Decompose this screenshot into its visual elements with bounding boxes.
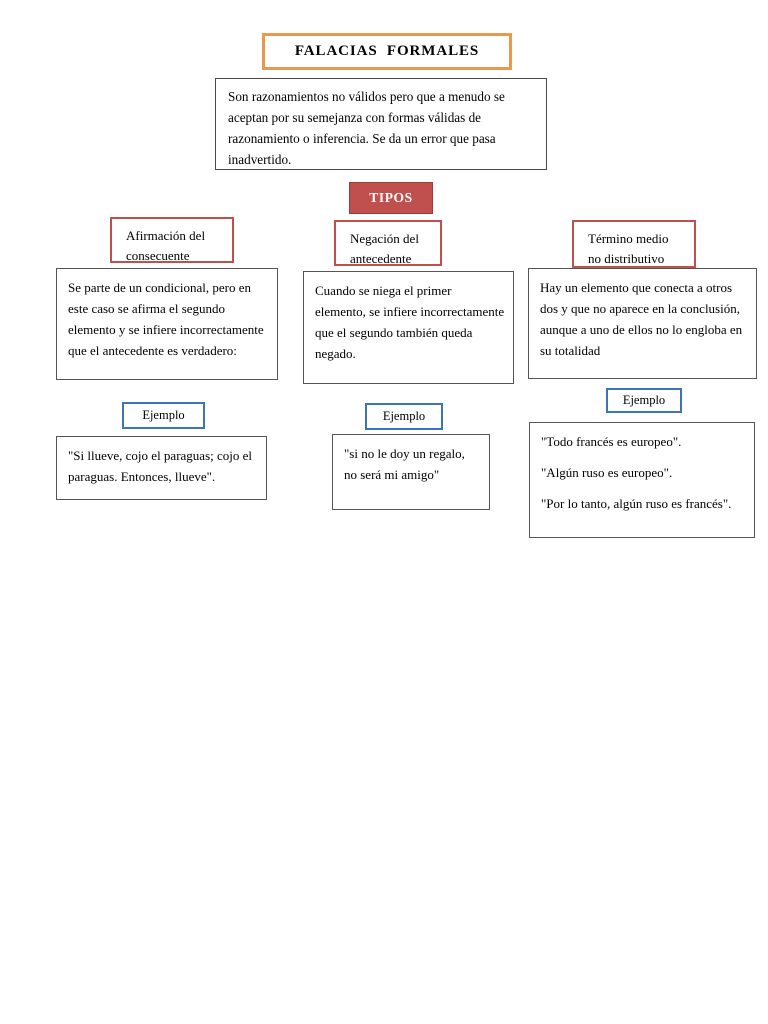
type-header-line1: Término medio (588, 231, 669, 246)
tipos-node: TIPOS (349, 182, 433, 214)
tipos-label: TIPOS (369, 190, 413, 205)
type-header-negacion-del-antecedente: Negación del antecedente (334, 220, 442, 266)
type-description-box: Cuando se niega el primer elemento, se i… (303, 271, 514, 384)
type-description-text: Hay un elemento que conecta a otros dos … (540, 280, 743, 359)
type-header-line2: no distributivo (588, 250, 665, 266)
type-header-line1: Afirmación del (126, 228, 206, 243)
ejemplo-content-text: "si no le doy un regalo, no será mi amig… (344, 446, 465, 483)
diagram-title-box: FALACIAS FORMALES (262, 33, 512, 70)
ejemplo-content-box: "Todo francés es europeo". "Algún ruso e… (529, 422, 755, 538)
page-title: FALACIAS FORMALES (294, 43, 480, 59)
type-header-line2: consecuente (126, 247, 190, 263)
type-header-line1: Negación del (350, 231, 419, 246)
type-header-termino-medio-no-distributivo: Término medio no distributivo (572, 220, 696, 268)
type-description-text: Se parte de un condicional, pero en este… (68, 280, 264, 359)
ejemplo-label-text: Ejemplo (622, 393, 666, 407)
ejemplo-content-line: "Todo francés es europeo". (541, 434, 682, 449)
ejemplo-content-line: "Algún ruso es europeo". (541, 465, 673, 481)
type-description-box: Se parte de un condicional, pero en este… (56, 268, 278, 380)
ejemplo-content-text: "Si llueve, cojo el paraguas; cojo el pa… (68, 448, 252, 485)
ejemplo-label-box: Ejemplo (122, 402, 205, 429)
ejemplo-label-box: Ejemplo (365, 403, 443, 430)
ejemplo-label-text: Ejemplo (382, 409, 426, 423)
type-description-text: Cuando se niega el primer elemento, se i… (315, 283, 505, 362)
type-header-line2: antecedente (350, 250, 412, 266)
ejemplo-label-text: Ejemplo (142, 408, 185, 422)
type-description-box: Hay un elemento que conecta a otros dos … (528, 268, 757, 379)
definition-text: Son razonamientos no válidos pero que a … (228, 89, 505, 167)
definition-box: Son razonamientos no válidos pero que a … (215, 78, 547, 170)
ejemplo-content-line: "Por lo tanto, algún ruso es francés". (541, 496, 732, 512)
ejemplo-content-box: "si no le doy un regalo, no será mi amig… (332, 434, 490, 510)
ejemplo-content-box: "Si llueve, cojo el paraguas; cojo el pa… (56, 436, 267, 500)
ejemplo-label-box: Ejemplo (606, 388, 682, 413)
type-header-afirmacion-del-consecuente: Afirmación del consecuente (110, 217, 234, 263)
